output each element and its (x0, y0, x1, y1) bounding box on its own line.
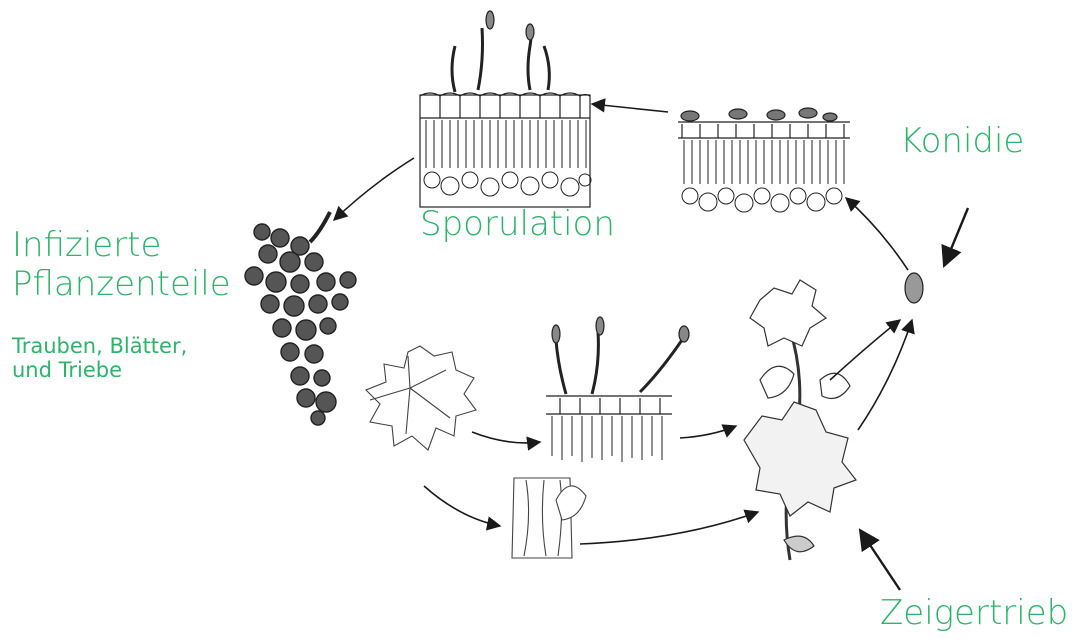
arrow-flag-shoot-to-conidium-2 (858, 320, 912, 430)
flag-shoot-label: Zeigertrieb (880, 594, 1068, 633)
arrow-conidia-to-sporulation (592, 104, 668, 112)
conidium-label: Konidie (900, 122, 1024, 161)
sporulation-label: Sporulation (420, 205, 615, 244)
grape-cluster-illustration (245, 212, 356, 425)
sporulation-leaf-section-illustration (420, 11, 591, 207)
flag-shoot-illustration (744, 280, 856, 560)
conidia-leaf-section-illustration (678, 108, 850, 212)
parts-label-line2: und Triebe (12, 358, 187, 382)
arrow-sporulation-to-grapes (334, 158, 414, 220)
arrow-pointer-zeigertrieb (860, 530, 900, 590)
conidium-spore-illustration (905, 273, 923, 303)
shoot-piece-illustration (512, 478, 586, 558)
arrow-flag-shoot-to-conidium-1 (830, 320, 900, 380)
infected-label-line1: Infizierte (12, 226, 231, 265)
plant-parts-detail-label: Trauben, Blätter, und Triebe (12, 334, 187, 382)
arrow-conidium-to-leaf-section (846, 198, 908, 270)
arrow-shoot-piece-to-flag-shoot (580, 512, 758, 544)
underleaf-sporulation-illustration (546, 317, 689, 462)
arrow-underleaf-to-flag-shoot (680, 426, 736, 438)
arrow-pointer-konidie (944, 208, 968, 266)
grape-leaf-illustration (366, 346, 476, 450)
infected-plant-parts-label: Infizierte Pflanzenteile (12, 226, 231, 304)
parts-label-line1: Trauben, Blätter, (12, 334, 187, 358)
infected-label-line2: Pflanzenteile (12, 265, 231, 304)
arrow-leaf-to-underleaf-sporulation (472, 432, 540, 443)
arrow-leaf-to-shoot-piece (424, 486, 500, 526)
